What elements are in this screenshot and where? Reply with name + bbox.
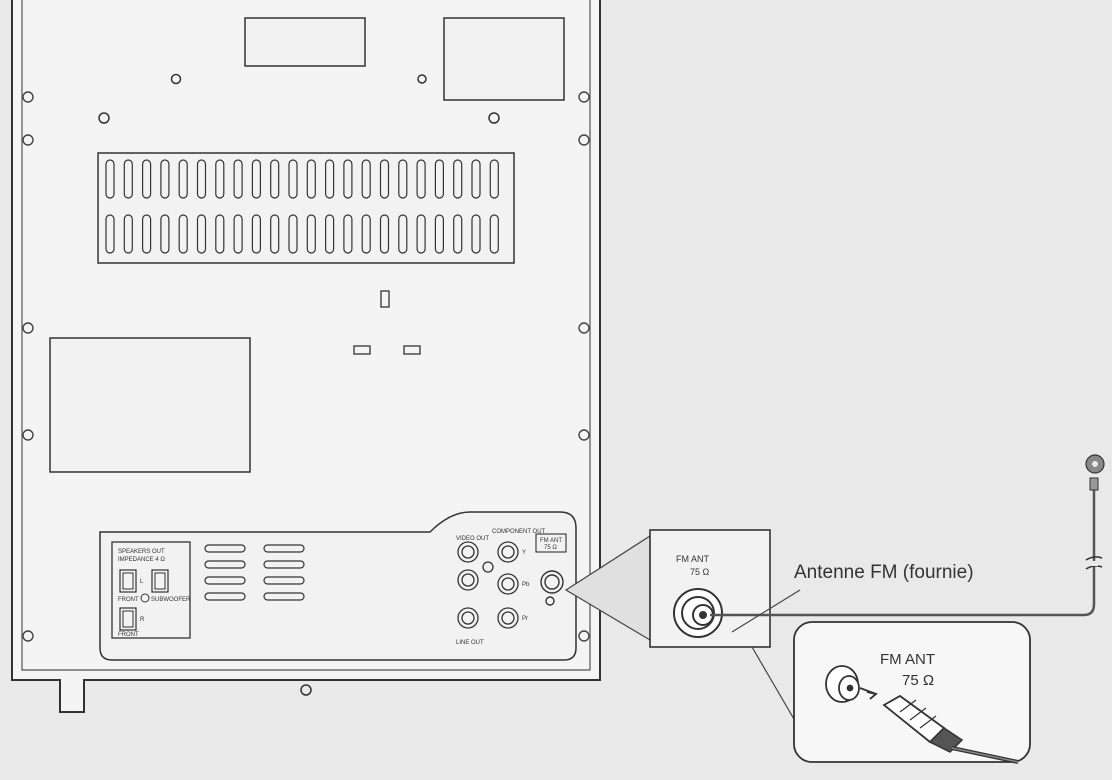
vent-slot	[142, 214, 152, 254]
vent-slot	[489, 214, 499, 254]
speakers-impedance: IMPEDANCE 4 Ω	[118, 557, 165, 563]
vent-slot	[160, 159, 170, 199]
vent-slot	[215, 214, 225, 254]
vent-slot	[325, 214, 335, 254]
vent-slot	[453, 159, 463, 199]
vent-slot	[416, 159, 426, 199]
comp-y-label: Y	[522, 550, 526, 556]
vent-slot	[142, 159, 152, 199]
vent-slot	[306, 214, 316, 254]
vent-slot	[453, 214, 463, 254]
callout-port-label: FM ANT	[676, 554, 710, 564]
callout-fm-jack[interactable]	[673, 588, 723, 638]
vent-slot	[251, 159, 261, 199]
fm-ant-panel-label: FM ANT	[540, 538, 562, 544]
vent-slot	[105, 159, 115, 199]
speakers-out-title: SPEAKERS OUT	[118, 549, 165, 555]
zoom-port-impedance: 75 Ω	[902, 672, 934, 689]
vent-slot	[160, 214, 170, 254]
fm-ant-panel-tag	[535, 533, 567, 553]
speaker-terminal-subwoofer[interactable]	[151, 569, 169, 593]
vent-slot	[306, 159, 316, 199]
vent-slot	[178, 159, 188, 199]
top-label-plate	[244, 17, 366, 67]
connector-panel: SPEAKERS OUT IMPEDANCE 4 Ω L FRONT SUBWO…	[99, 511, 577, 661]
zoom-inset: FM ANT 75 Ω	[731, 589, 1031, 764]
subwoofer-label: SUBWOOFER	[151, 597, 191, 603]
vent-slot	[196, 214, 207, 254]
fm-plug	[882, 694, 1019, 764]
antenna-label: Antenne FM (fournie)	[794, 562, 974, 583]
speaker-l-label: L	[140, 579, 144, 585]
vent-slot	[105, 214, 115, 254]
speakers-out-block	[111, 541, 191, 639]
vent-slot	[215, 159, 225, 199]
video-out-label: VIDEO OUT	[456, 536, 489, 542]
vent-slot	[361, 159, 371, 199]
front-label: FRONT	[118, 597, 139, 603]
vent-slot	[379, 159, 390, 199]
front-label-2: FRONT	[118, 632, 139, 638]
vent-slot	[233, 159, 243, 199]
vent-slot	[379, 214, 390, 254]
vent-slot	[325, 159, 335, 199]
vent-slot	[288, 214, 298, 254]
fm-antenna-wire	[710, 454, 1105, 617]
vent-slot	[123, 214, 133, 254]
vent-slot	[288, 159, 298, 199]
vent-slot	[270, 214, 280, 254]
component-out-label: COMPONENT OUT	[492, 529, 546, 535]
zoom-port-label: FM ANT	[880, 651, 935, 668]
line-out-label: LINE OUT	[456, 640, 484, 646]
fm-callout: FM ANT 75 Ω Antenne FM (fournie)	[564, 529, 974, 648]
vent-slot	[251, 214, 261, 254]
vent-slot	[343, 159, 353, 199]
callout-port-impedance: 75 Ω	[690, 567, 710, 577]
vent-slot	[398, 159, 408, 199]
comp-pb-label: Pb	[522, 582, 530, 588]
speaker-terminal-front-r[interactable]	[119, 607, 137, 631]
vent-slot	[489, 159, 499, 199]
vent-slot	[471, 214, 481, 254]
fm-ant-jack[interactable]	[540, 570, 564, 606]
fm-ohm-panel-label: 75 Ω	[544, 545, 557, 551]
vent-slot	[434, 214, 444, 254]
ventilation-grille	[97, 152, 515, 264]
speaker-r-label: R	[140, 617, 145, 623]
top-label-plate-right	[443, 17, 565, 101]
vent-slot	[123, 159, 133, 199]
rating-label-plate	[49, 337, 251, 473]
speaker-terminal-front-l[interactable]	[119, 569, 137, 593]
vent-slot	[343, 214, 353, 254]
vent-slot	[270, 159, 280, 199]
vent-slot	[196, 159, 207, 199]
vent-slot	[416, 214, 426, 254]
zoom-fm-jack[interactable]	[825, 665, 860, 703]
vent-slot	[361, 214, 371, 254]
vent-slot	[233, 214, 243, 254]
vent-slot	[471, 159, 481, 199]
comp-pr-label: Pr	[522, 616, 528, 622]
vent-slot	[434, 159, 444, 199]
vent-slot	[178, 214, 188, 254]
vent-slot	[398, 214, 408, 254]
